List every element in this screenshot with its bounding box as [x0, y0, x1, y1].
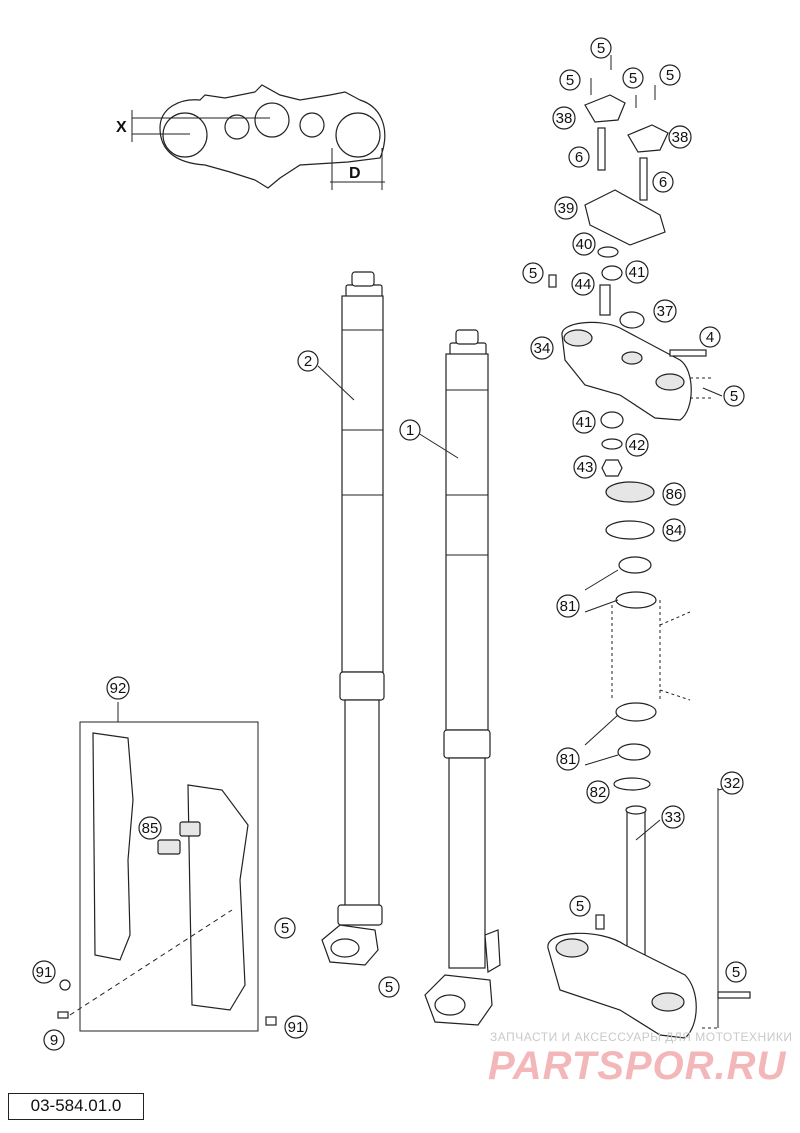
svg-text:92: 92 — [110, 680, 127, 697]
svg-text:1: 1 — [406, 422, 414, 439]
diagram-code-label: 03-584.01.0 — [8, 1093, 144, 1120]
dimension-d-label: D — [349, 165, 361, 182]
callout-5: 5 — [659, 64, 681, 86]
callout-5: 5 — [569, 895, 591, 917]
callout-5: 5 — [723, 385, 745, 407]
svg-text:9: 9 — [50, 1032, 58, 1049]
callout-34: 34 — [530, 336, 554, 360]
svg-text:40: 40 — [576, 236, 593, 253]
callout-39: 39 — [554, 196, 578, 220]
callouts: 5 5 5 5 38 38 6 6 39 40 41 5 44 37 34 4 … — [32, 37, 747, 1051]
callout-81: 81 — [556, 747, 580, 771]
callout-91: 91 — [284, 1015, 308, 1039]
watermark-logo: PARTSPOR.RU — [488, 1044, 787, 1088]
svg-text:82: 82 — [590, 784, 607, 801]
callout-5: 5 — [559, 69, 581, 91]
steering-assembly — [547, 55, 751, 1039]
callout-5: 5 — [590, 37, 612, 59]
callout-40: 40 — [572, 232, 596, 256]
callout-82: 82 — [586, 780, 610, 804]
svg-text:38: 38 — [672, 129, 689, 146]
dimension-x-label: X — [116, 119, 127, 136]
svg-text:41: 41 — [576, 414, 593, 431]
svg-text:5: 5 — [529, 265, 537, 282]
callout-5: 5 — [522, 262, 544, 284]
callout-85: 85 — [138, 816, 162, 840]
svg-text:5: 5 — [597, 40, 605, 57]
callout-4: 4 — [699, 326, 721, 348]
svg-text:6: 6 — [575, 149, 583, 166]
callout-6: 6 — [652, 171, 674, 193]
svg-text:41: 41 — [629, 264, 646, 281]
fork-guards-group — [57, 702, 277, 1032]
svg-text:33: 33 — [665, 809, 682, 826]
svg-text:81: 81 — [560, 598, 577, 615]
svg-text:91: 91 — [288, 1019, 305, 1036]
callout-6: 6 — [568, 146, 590, 168]
callout-5: 5 — [274, 917, 296, 939]
svg-text:5: 5 — [566, 72, 574, 89]
svg-text:37: 37 — [657, 303, 674, 320]
svg-text:43: 43 — [577, 459, 594, 476]
callout-41: 41 — [625, 260, 649, 284]
callout-92: 92 — [106, 676, 130, 700]
callout-38: 38 — [552, 106, 576, 130]
svg-text:38: 38 — [556, 110, 573, 127]
callout-86: 86 — [662, 482, 686, 506]
callout-9: 9 — [43, 1029, 65, 1051]
callout-33: 33 — [661, 805, 685, 829]
callout-38: 38 — [668, 125, 692, 149]
callout-5: 5 — [378, 976, 400, 998]
svg-text:5: 5 — [281, 920, 289, 937]
callout-91: 91 — [32, 960, 56, 984]
callout-84: 84 — [662, 518, 686, 542]
callout-43: 43 — [573, 455, 597, 479]
svg-text:5: 5 — [730, 388, 738, 405]
watermark-tagline: ЗАПЧАСТИ И АКСЕССУАРЫ ДЛЯ МОТОТЕХНИКИ — [490, 1030, 793, 1044]
callout-1: 1 — [399, 419, 421, 441]
svg-text:44: 44 — [575, 276, 592, 293]
svg-text:32: 32 — [724, 775, 741, 792]
svg-text:5: 5 — [385, 979, 393, 996]
callout-5: 5 — [622, 67, 644, 89]
callout-81: 81 — [556, 594, 580, 618]
svg-text:5: 5 — [732, 964, 740, 981]
svg-text:86: 86 — [666, 486, 683, 503]
svg-text:4: 4 — [706, 329, 714, 346]
svg-text:6: 6 — [659, 174, 667, 191]
svg-text:91: 91 — [36, 964, 53, 981]
callout-32: 32 — [720, 771, 744, 795]
svg-text:5: 5 — [629, 70, 637, 87]
callout-44: 44 — [571, 272, 595, 296]
svg-text:81: 81 — [560, 751, 577, 768]
fork-leg-1 — [424, 329, 501, 1026]
svg-text:5: 5 — [576, 898, 584, 915]
svg-text:39: 39 — [558, 200, 575, 217]
callout-41: 41 — [572, 410, 596, 434]
svg-text:85: 85 — [142, 820, 159, 837]
svg-text:2: 2 — [304, 353, 312, 370]
callout-5: 5 — [725, 961, 747, 983]
callout-2: 2 — [297, 350, 319, 372]
svg-text:42: 42 — [629, 437, 646, 454]
svg-text:5: 5 — [666, 67, 674, 84]
callout-37: 37 — [653, 299, 677, 323]
svg-text:84: 84 — [666, 522, 683, 539]
fork-leg-2 — [321, 271, 385, 966]
callout-42: 42 — [625, 433, 649, 457]
svg-text:34: 34 — [534, 340, 551, 357]
triple-clamp-dimension-detail: X D — [116, 84, 386, 190]
